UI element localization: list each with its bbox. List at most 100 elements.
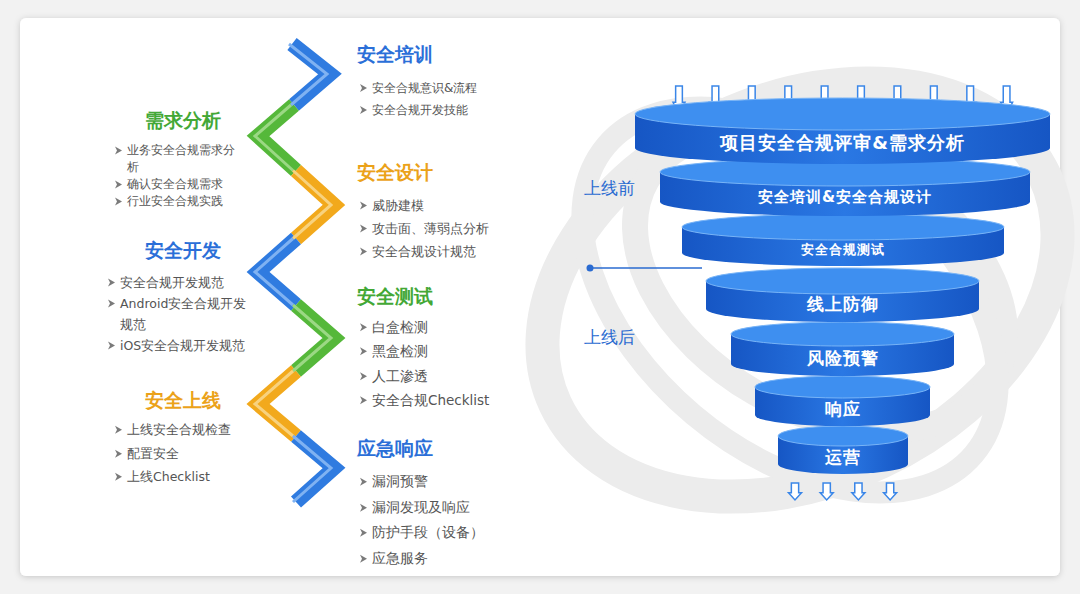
bullet-item: Android安全合规开发规范: [106, 293, 262, 335]
bullet-text: 漏洞预警: [372, 469, 428, 495]
watermark-arc: [475, 4, 1080, 577]
bullet-text: 威胁建模: [372, 194, 424, 217]
disc-top: [660, 158, 1030, 186]
bullet-arrow: [106, 293, 120, 314]
bullet-item: 攻击面、薄弱点分析: [358, 217, 575, 240]
phase-label: 上线后: [584, 325, 635, 349]
disc-top: [706, 268, 979, 294]
funnel-layer: 项目安全合规评审&需求分析: [635, 98, 1050, 164]
chain-segment: [258, 371, 296, 436]
bullet-arrow: [358, 194, 372, 217]
phase-label: 上线前: [584, 176, 635, 200]
funnel-layer: 线上防御: [706, 268, 979, 322]
chain-highlight: [255, 371, 293, 436]
bullet-text: 安全合规Checklist: [372, 388, 489, 413]
bullet-arrow-shape: [360, 372, 367, 380]
bullet-item: 应急服务: [358, 546, 575, 572]
stage-block: 应急响应漏洞预警漏洞发现及响应防护手段（设备）应急服务: [355, 434, 575, 571]
bullet-arrow: [358, 469, 372, 495]
bullet-item: 漏洞发现及响应: [358, 495, 575, 521]
disc-label-box: 安全培训&安全合规设计: [660, 179, 1030, 216]
bullet-arrow-shape: [108, 299, 115, 307]
bullet-item: 白盒检测: [358, 315, 575, 340]
bullet-arrow: [358, 315, 372, 340]
bullet-text: 上线Checklist: [127, 465, 210, 489]
zigzag-chain: [255, 44, 334, 502]
chain-highlight: [293, 171, 331, 239]
disc-label-box: 运营: [778, 441, 908, 474]
bullet-arrow-shape: [115, 197, 122, 205]
funnel-label: 项目安全合规评审&需求分析: [720, 131, 965, 155]
bullet-arrow: [113, 465, 127, 489]
down-arrow: [852, 483, 865, 500]
bullet-arrow: [113, 176, 127, 193]
bullet-item: 配置安全: [113, 442, 253, 466]
bullet-arrow-shape: [360, 247, 367, 255]
bullet-text: 攻击面、薄弱点分析: [372, 217, 489, 240]
bullet-text: 防护手段（设备）: [372, 520, 484, 546]
funnel-layer: 运营: [778, 426, 908, 474]
disc-top: [778, 426, 908, 446]
bullet-arrow: [358, 364, 372, 389]
bullet-item: iOS安全合规开发规范: [106, 335, 262, 356]
chain-highlight: [293, 305, 331, 371]
chain-segment: [258, 239, 296, 306]
disc-label-box: 安全合规测试: [682, 234, 1004, 267]
bullet-arrow: [358, 388, 372, 413]
bullet-item: 行业安全合规实践: [113, 193, 237, 210]
bullet-item: 确认安全合规需求: [113, 176, 237, 193]
bullet-arrow-shape: [360, 224, 367, 232]
stage-block: 安全培训安全合规意识&流程安全合规开发技能: [355, 40, 575, 121]
bullet-text: 上线安全合规检查: [127, 418, 231, 442]
bullet-text: Android安全合规开发规范: [120, 293, 258, 335]
bullet-arrow: [358, 217, 372, 240]
disc-top: [635, 98, 1050, 130]
disc-top: [731, 322, 954, 346]
stage-block: 安全开发安全合规开发规范Android安全合规开发规范iOS安全合规开发规范: [106, 236, 262, 356]
bullet-item: 上线安全合规检查: [113, 418, 253, 442]
bullet-text: 黑盒检测: [372, 339, 428, 364]
bullet-arrow-shape: [360, 323, 367, 331]
funnel-label: 线上防御: [807, 293, 879, 316]
bullet-arrow-shape: [360, 106, 367, 114]
bullet-arrow-shape: [360, 554, 367, 562]
bullet-text: 人工渗透: [372, 364, 428, 389]
bullet-arrow-shape: [115, 146, 122, 154]
bullet-arrow-shape: [115, 426, 122, 434]
stage-block: 需求分析业务安全合规需求分析确认安全合规需求行业安全合规实践: [113, 106, 237, 210]
chain-highlight: [255, 105, 293, 171]
funnel-layer: 安全合规测试: [682, 214, 1004, 266]
bullet-item: 人工渗透: [358, 364, 575, 389]
bullet-item: 防护手段（设备）: [358, 520, 575, 546]
bullet-arrow: [358, 240, 372, 263]
disc-label-box: 响应: [755, 393, 930, 427]
bullet-arrow-shape: [360, 84, 367, 92]
bullet-arrow: [358, 495, 372, 521]
bullet-text: 确认安全合规需求: [127, 176, 223, 193]
bullet-item: 黑盒检测: [358, 339, 575, 364]
stage-block: 安全设计威胁建模攻击面、薄弱点分析安全合规设计规范: [355, 158, 575, 263]
funnel-label: 响应: [825, 398, 861, 421]
disc-shape: [682, 214, 1004, 268]
bullet-text: 漏洞发现及响应: [372, 495, 470, 521]
bullet-arrow: [113, 418, 127, 442]
bullet-item: 安全合规开发技能: [358, 99, 575, 121]
bullet-arrow-shape: [360, 347, 367, 355]
bullet-arrow-shape: [108, 278, 115, 286]
stage-heading: 安全开发: [145, 236, 262, 264]
disc-label-box: 线上防御: [706, 288, 979, 323]
chain-highlight: [293, 436, 331, 502]
bullet-text: 白盒检测: [372, 315, 428, 340]
bullet-arrow-shape: [108, 341, 115, 349]
disc-label-box: 项目安全合规评审&需求分析: [635, 122, 1050, 164]
disc-label-box: 风险预警: [731, 340, 954, 376]
bullet-arrow: [113, 142, 127, 159]
bullet-item: 安全合规Checklist: [358, 388, 575, 413]
bullet-text: 安全合规意识&流程: [372, 77, 477, 99]
stage-heading: 安全设计: [357, 158, 575, 186]
bullet-item: 威胁建模: [358, 194, 575, 217]
bullet-arrow-shape: [115, 473, 122, 481]
bullet-item: 安全合规开发规范: [106, 272, 262, 293]
bullet-arrow-shape: [360, 478, 367, 486]
bullet-item: 上线Checklist: [113, 465, 253, 489]
